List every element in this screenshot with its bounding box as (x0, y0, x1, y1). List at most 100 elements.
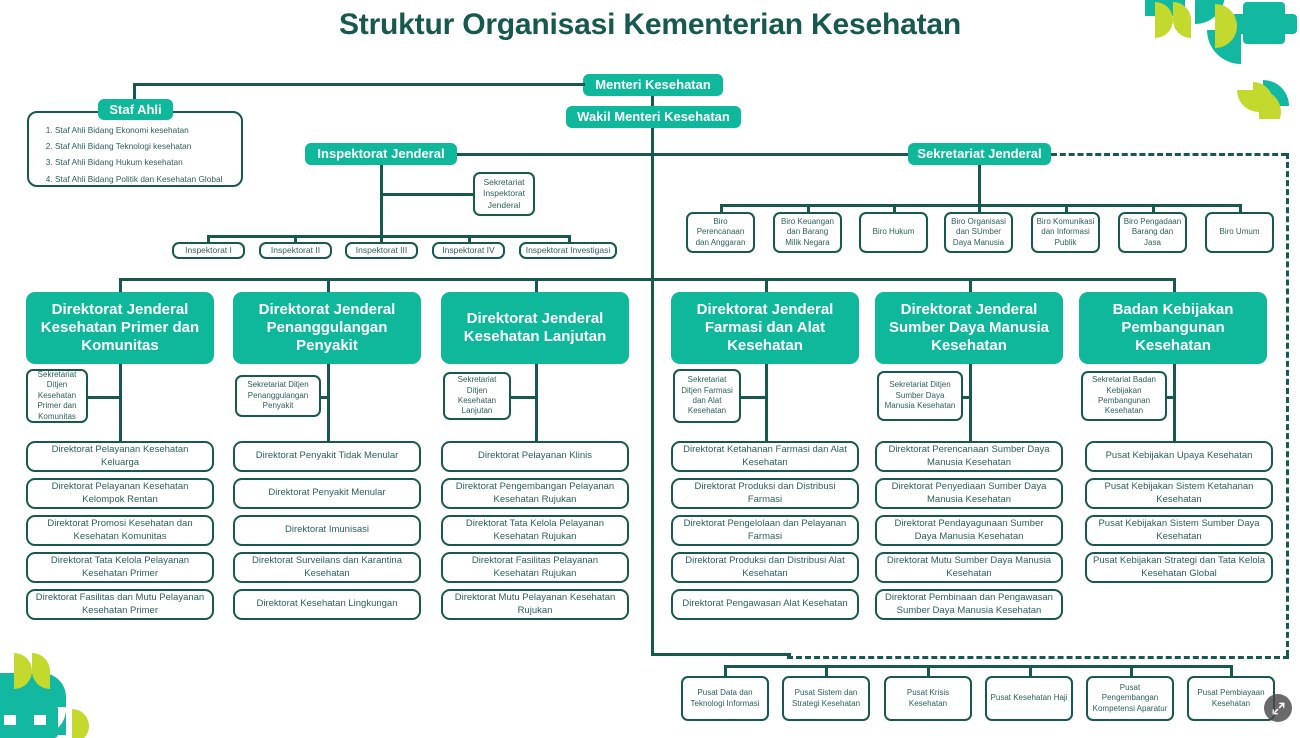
node-biro-organisasi-sdm[interactable]: Biro Organisasi dan SUmber Daya Manusia (944, 212, 1013, 253)
node-biro-keuangan-bmn[interactable]: Biro Keuangan dan Barang Milik Negara (773, 212, 842, 253)
node-biro-hukum[interactable]: Biro Hukum (859, 212, 928, 253)
node-col4-unit-4[interactable]: Direktorat Produksi dan Distribusi Alat … (671, 552, 859, 583)
node-col4-unit-5[interactable]: Direktorat Pengawasan Alat Kesehatan (671, 589, 859, 620)
node-col4-unit-1[interactable]: Direktorat Ketahanan Farmasi dan Alat Ke… (671, 441, 859, 472)
connector-col-drop-4 (765, 278, 768, 292)
node-col2-unit-5[interactable]: Direktorat Kesehatan Lingkungan (233, 589, 421, 620)
connector-biro-5 (1065, 204, 1068, 214)
connector-col4-spine (765, 364, 768, 446)
connector-col-drop-2 (327, 278, 330, 292)
connector-inspektorat-spine (380, 165, 383, 237)
node-biro-perencanaan-anggaran[interactable]: Biro Perencanaan dan Anggaran (686, 212, 755, 253)
node-staf-ahli-header[interactable]: Staf Ahli (98, 99, 173, 120)
connector-staf-drop (133, 83, 136, 111)
connector-insp-1 (207, 235, 210, 244)
node-col5-unit-4[interactable]: Direktorat Mutu Sumber Daya Manusia Kese… (875, 552, 1063, 583)
node-sekretariat-ditjen-kesehatan-lanjutan[interactable]: Sekretariat Ditjen Kesehatan Lanjutan (443, 372, 511, 420)
node-sekretariat-ditjen-farmasi-alat-kesehatan[interactable]: Sekretariat Ditjen Farmasi dan Alat Kese… (673, 369, 741, 423)
node-pusat-pengembangan-kompetensi-aparatur[interactable]: Pusat Pengembangan Kompetensi Aparatur (1086, 676, 1174, 721)
staf-ahli-list: Staf Ahli Bidang Ekonomi kesehatan Staf … (29, 113, 241, 193)
connector-menteri-to-pusat-bus (651, 653, 791, 656)
node-col4-unit-2[interactable]: Direktorat Produksi dan Distribusi Farma… (671, 478, 859, 509)
node-inspektorat-jenderal[interactable]: Inspektorat Jenderal (305, 143, 457, 165)
node-col1-unit-1[interactable]: Direktorat Pelayanan Kesehatan Keluarga (26, 441, 214, 472)
node-pusat-krisis-kesehatan[interactable]: Pusat Krisis Kesehatan (884, 676, 972, 721)
connector-menteri-lower-spine (651, 281, 654, 656)
node-ditjen-farmasi-alat-kesehatan[interactable]: Direktorat Jenderal Farmasi dan Alat Kes… (671, 292, 859, 364)
node-sekretariat-ditjen-kesehatan-primer[interactable]: Sekretariat Ditjen Kesehatan Primer dan … (26, 369, 88, 423)
node-inspektorat-2[interactable]: Inspektorat II (259, 242, 332, 259)
node-col6-unit-1[interactable]: Pusat Kebijakan Upaya Kesehatan (1085, 441, 1273, 472)
node-col2-unit-3[interactable]: Direktorat Imunisasi (233, 515, 421, 546)
connector-inspektorat-sek (380, 193, 474, 196)
node-col5-unit-1[interactable]: Direktorat Perencanaan Sumber Daya Manus… (875, 441, 1063, 472)
connector-biro-6 (1152, 204, 1155, 214)
connector-wakil-spine (651, 128, 654, 288)
connector-col2-spine (327, 364, 330, 446)
node-col5-unit-5[interactable]: Direktorat Pembinaan dan Pengawasan Sumb… (875, 589, 1063, 620)
node-biro-pengadaan-barang-jasa[interactable]: Biro Pengadaan Barang dan Jasa (1118, 212, 1187, 253)
node-biro-umum[interactable]: Biro Umum (1205, 212, 1274, 253)
node-col3-unit-4[interactable]: Direktorat Fasilitas Pelayanan Kesehatan… (441, 552, 629, 583)
node-inspektorat-investigasi[interactable]: Inspektorat Investigasi (519, 242, 617, 259)
connector-insp-3 (380, 235, 383, 244)
node-wakil-menteri-kesehatan[interactable]: Wakil Menteri Kesehatan (566, 106, 741, 128)
node-col4-unit-3[interactable]: Direktorat Pengelolaan dan Pelayanan Far… (671, 515, 859, 546)
decoration-bottom-left (0, 643, 116, 738)
connector-col2-sek (320, 396, 330, 399)
node-ditjen-sdm-kesehatan[interactable]: Direktorat Jenderal Sumber Daya Manusia … (875, 292, 1063, 364)
list-item: Staf Ahli Bidang Politik dan Kesehatan G… (55, 171, 231, 187)
connector-col5-sek (962, 396, 972, 399)
connector-col3-spine (535, 364, 538, 446)
node-col1-unit-3[interactable]: Direktorat Promosi Kesehatan dan Kesehat… (26, 515, 214, 546)
node-pusat-kesehatan-haji[interactable]: Pusat Kesehatan Haji (985, 676, 1073, 721)
connector-setjen-dashed-bottom (787, 656, 1289, 659)
node-badan-kebijakan-pembangunan-kesehatan[interactable]: Badan Kebijakan Pembangunan Kesehatan (1079, 292, 1267, 364)
node-sekretariat-ditjen-sdm-kesehatan[interactable]: Sekretariat Ditjen Sumber Daya Manusia K… (877, 371, 963, 421)
node-menteri-kesehatan[interactable]: Menteri Kesehatan (583, 74, 723, 96)
list-item: Staf Ahli Bidang Hukum kesehatan (55, 154, 231, 170)
node-col1-unit-4[interactable]: Direktorat Tata Kelola Pelayanan Kesehat… (26, 552, 214, 583)
node-sekretariat-badan-kebijakan[interactable]: Sekretariat Badan Kebijakan Pembangunan … (1081, 371, 1167, 421)
node-col6-unit-4[interactable]: Pusat Kebijakan Strategi dan Tata Kelola… (1085, 552, 1273, 583)
node-col5-unit-2[interactable]: Direktorat Penyediaan Sumber Daya Manusi… (875, 478, 1063, 509)
staf-ahli-panel[interactable]: Staf Ahli Bidang Ekonomi kesehatan Staf … (27, 111, 243, 187)
connector-col1-sek (86, 396, 122, 399)
node-col2-unit-4[interactable]: Direktorat Surveilans dan Karantina Kese… (233, 552, 421, 583)
node-col1-unit-5[interactable]: Direktorat Fasilitas dan Mutu Pelayanan … (26, 589, 214, 620)
node-col3-unit-2[interactable]: Direktorat Pengembangan Pelayanan Keseha… (441, 478, 629, 509)
connector-insp-5 (568, 235, 571, 244)
expand-diagonal-icon[interactable] (1264, 694, 1292, 722)
node-col5-unit-3[interactable]: Direktorat Pendayagunaan Sumber Daya Man… (875, 515, 1063, 546)
node-pusat-pembiayaan-kesehatan[interactable]: Pusat Pembiayaan Kesehatan (1187, 676, 1275, 721)
node-col2-unit-1[interactable]: Direktorat Penyakit Tidak Menular (233, 441, 421, 472)
node-col2-unit-2[interactable]: Direktorat Penyakit Menular (233, 478, 421, 509)
connector-biro-4 (978, 204, 981, 214)
node-col3-unit-3[interactable]: Direktorat Tata Kelola Pelayanan Kesehat… (441, 515, 629, 546)
node-col6-unit-3[interactable]: Pusat Kebijakan Sistem Sumber Daya Keseh… (1085, 515, 1273, 546)
connector-biro-7 (1239, 204, 1242, 214)
node-pusat-data-teknologi-informasi[interactable]: Pusat Data dan Teknologi Informasi (681, 676, 769, 721)
connector-col6-spine (1173, 364, 1176, 446)
node-inspektorat-3[interactable]: Inspektorat III (345, 242, 418, 259)
node-ditjen-kesehatan-primer-komunitas[interactable]: Direktorat Jenderal Kesehatan Primer dan… (26, 292, 214, 364)
connector-menteri-to-staf-bus (133, 83, 585, 86)
node-ditjen-penanggulangan-penyakit[interactable]: Direktorat Jenderal Penanggulangan Penya… (233, 292, 421, 364)
connector-pusat-3 (927, 665, 930, 678)
connector-pusat-6 (1230, 665, 1233, 678)
connector-pusat-1 (724, 665, 727, 678)
node-col3-unit-5[interactable]: Direktorat Mutu Pelayanan Kesehatan Ruju… (441, 589, 629, 620)
node-ditjen-kesehatan-lanjutan[interactable]: Direktorat Jenderal Kesehatan Lanjutan (441, 292, 629, 364)
node-biro-komunikasi-informasi-publik[interactable]: Biro Komunikasi dan Informasi Publik (1031, 212, 1100, 253)
node-inspektorat-4[interactable]: Inspektorat IV (432, 242, 505, 259)
node-sekretariat-ditjen-penanggulangan-penyakit[interactable]: Sekretariat Ditjen Penanggulangan Penyak… (235, 375, 321, 417)
connector-col6-sek (1166, 396, 1176, 399)
node-col6-unit-2[interactable]: Pusat Kebijakan Sistem Ketahanan Kesehat… (1085, 478, 1273, 509)
node-col3-unit-1[interactable]: Direktorat Pelayanan Klinis (441, 441, 629, 472)
node-col1-unit-2[interactable]: Direktorat Pelayanan Kesehatan Kelompok … (26, 478, 214, 509)
node-sekretariat-jenderal[interactable]: Sekretariat Jenderal (908, 143, 1051, 165)
node-inspektorat-1[interactable]: Inspektorat I (172, 242, 245, 259)
connector-biro-3 (893, 204, 896, 214)
node-sekretariat-inspektorat-jenderal[interactable]: Sekretariat Inspektorat Jenderal (473, 172, 535, 216)
node-pusat-sistem-strategi-kesehatan[interactable]: Pusat Sistem dan Strategi Kesehatan (782, 676, 870, 721)
